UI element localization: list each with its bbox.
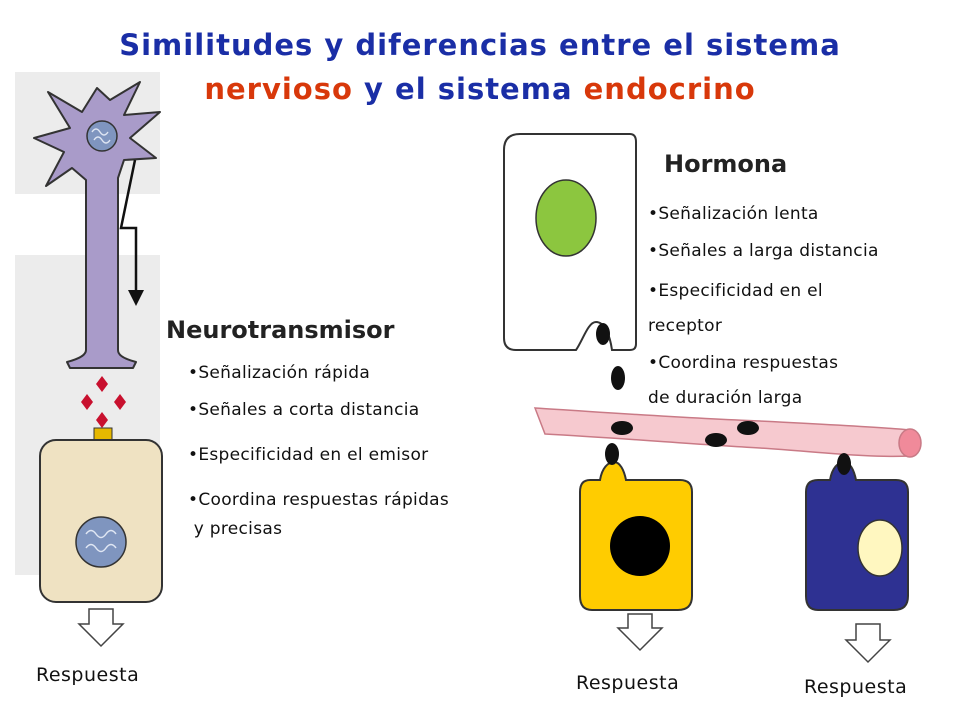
blood-vessel-opening <box>898 428 922 458</box>
endocrine-nucleus <box>535 179 597 257</box>
page-title-line-1: Similitudes y diferencias entre el siste… <box>119 28 841 62</box>
hormona-heading: Hormona <box>664 150 788 178</box>
nucleus-texture <box>85 529 117 553</box>
neurotransmitter-vesicle <box>114 394 126 410</box>
hormone-molecule <box>596 323 610 345</box>
nerve-impulse-arrowhead <box>128 290 144 306</box>
hormona-item: de duración larga <box>648 388 803 408</box>
hormona-item: receptor <box>648 316 723 336</box>
hormone-molecule <box>605 443 619 465</box>
nerve-impulse-arrow <box>119 159 138 298</box>
blue-cell-nucleus <box>857 519 903 577</box>
page-title-line-2: nervioso y el sistema endocrino <box>0 72 960 106</box>
hormona-item: •Especificidad en el <box>648 281 823 301</box>
neurotransmisor-item: y precisas <box>188 519 283 539</box>
neuron-cell-body <box>33 81 161 369</box>
neurotransmitter-vesicle <box>81 394 93 410</box>
response-arrow <box>616 613 664 652</box>
neuron-nucleus <box>86 120 118 152</box>
response-label-neuron: Respuesta <box>36 664 140 686</box>
response-arrow <box>844 623 892 664</box>
neurotransmisor-item: •Especificidad en el emisor <box>188 445 429 465</box>
nucleus-texture <box>91 128 111 144</box>
response-arrow <box>77 608 125 648</box>
title-connector: y el sistema <box>364 72 573 106</box>
hormone-molecule <box>837 453 851 475</box>
neurotransmisor-heading: Neurotransmisor <box>166 316 395 344</box>
hormone-molecule <box>705 433 727 447</box>
title-word-nervioso: nervioso <box>204 72 353 106</box>
yellow-cell-nucleus <box>610 516 670 576</box>
hormone-molecule <box>737 421 759 435</box>
blood-vessel <box>533 407 911 458</box>
neurotransmisor-item: •Señalización rápida <box>188 363 371 383</box>
hormona-item: •Coordina respuestas <box>648 353 839 373</box>
hormona-item: •Señalización lenta <box>648 204 819 224</box>
neurotransmitter-vesicle <box>96 412 108 428</box>
response-label-yellow-cell: Respuesta <box>576 672 680 694</box>
neurotransmitter-vesicle <box>96 376 108 392</box>
hormone-molecule <box>611 421 633 435</box>
hormona-item: •Señales a larga distancia <box>648 241 879 261</box>
neurotransmisor-item: •Señales a corta distancia <box>188 400 420 420</box>
target-cell-nucleus <box>75 516 127 568</box>
response-label-blue-cell: Respuesta <box>804 676 908 698</box>
title-word-endocrino: endocrino <box>583 72 756 106</box>
hormone-molecule <box>611 366 625 390</box>
neurotransmisor-item: •Coordina respuestas rápidas <box>188 490 450 510</box>
